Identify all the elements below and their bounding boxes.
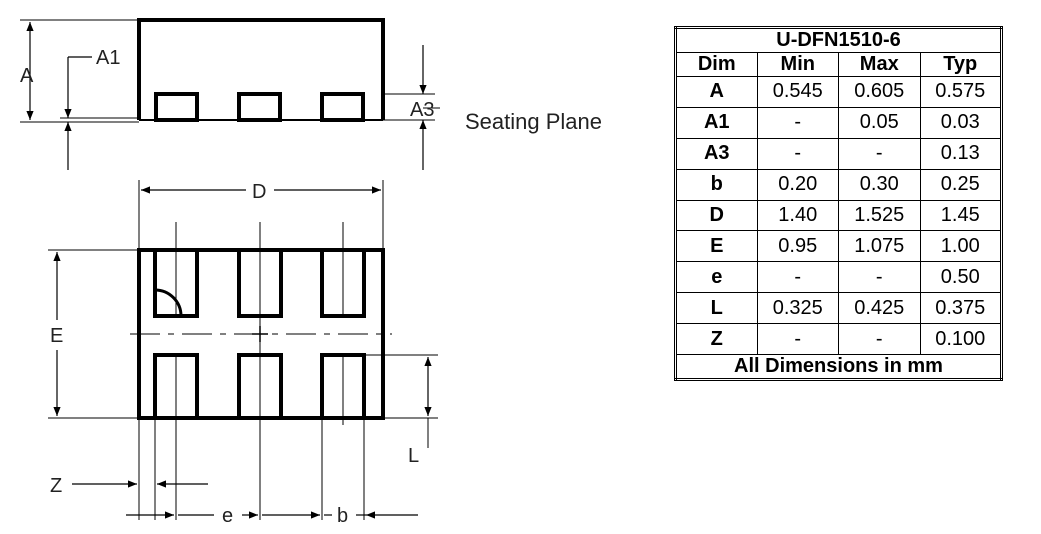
dimension-value-cell: - (756, 106, 839, 139)
dimension-value-cell: 0.13 (919, 137, 1002, 170)
dimension-value-cell: 0.325 (756, 292, 839, 324)
dimension-symbol-cell: A1 (675, 106, 758, 139)
dimension-symbol-cell: L (675, 292, 758, 324)
dimension-value-cell: 0.95 (756, 230, 839, 263)
dimension-value-cell: - (838, 323, 921, 355)
table-row: Z--0.100 (675, 323, 1002, 355)
top-view-labels: D E L Z e b (50, 181, 419, 527)
dimension-value-cell: 0.30 (838, 168, 921, 201)
column-header: Typ (919, 52, 1002, 77)
dimension-symbol-cell: b (675, 168, 758, 201)
dimension-symbol-cell: E (675, 230, 758, 263)
dimension-value-cell: 0.545 (756, 76, 839, 108)
dimension-value-cell: - (838, 137, 921, 170)
dimension-value-cell: 0.375 (919, 292, 1002, 324)
dimension-value-cell: 0.25 (919, 168, 1002, 201)
table-footer: All Dimensions in mm (675, 354, 1002, 380)
dimension-value-cell: 0.425 (838, 292, 921, 324)
label-z: Z (50, 475, 62, 497)
dimension-value-cell: - (756, 261, 839, 294)
label-d: D (252, 181, 266, 203)
label-a3: A3 (410, 99, 434, 121)
label-a: A (20, 65, 34, 87)
dimension-value-cell: 0.03 (919, 106, 1002, 139)
dimension-value-cell: 0.605 (838, 76, 921, 108)
label-a1: A1 (96, 47, 120, 69)
column-header: Min (756, 52, 839, 77)
dimension-value-cell: - (756, 137, 839, 170)
dimension-value-cell: 0.20 (756, 168, 839, 201)
label-seating-plane: Seating Plane (465, 109, 602, 134)
side-view-labels: A A1 A3 Seating Plane (20, 47, 602, 134)
label-b: b (337, 505, 348, 527)
dimension-value-cell: 0.05 (838, 106, 921, 139)
dimension-symbol-cell: A3 (675, 137, 758, 170)
side-terminal (320, 92, 365, 122)
label-e: E (50, 325, 63, 347)
table-row: A3--0.13 (675, 137, 1002, 170)
dimension-value-cell: 0.50 (919, 261, 1002, 294)
pin1-notch (154, 288, 183, 317)
dimension-value-cell: 1.075 (838, 230, 921, 263)
label-e-pitch: e (222, 505, 233, 527)
dimension-symbol-cell: e (675, 261, 758, 294)
column-header: Dim (675, 52, 758, 77)
label-l: L (408, 445, 419, 467)
column-header: Max (838, 52, 921, 77)
table-title: U-DFN1510-6 (675, 27, 1002, 53)
side-terminal (237, 92, 282, 122)
table-row: e--0.50 (675, 261, 1002, 294)
dimension-value-cell: 1.525 (838, 199, 921, 232)
dimension-symbol-cell: A (675, 76, 758, 108)
side-terminal (154, 92, 199, 122)
dimension-value-cell: 1.45 (919, 199, 1002, 232)
dimension-value-cell: 1.40 (756, 199, 839, 232)
top-view (48, 180, 438, 520)
dimension-value-cell: 1.00 (919, 230, 1002, 263)
dimension-value-cell: - (756, 323, 839, 355)
side-view-body (137, 18, 385, 120)
dimension-value-cell: - (838, 261, 921, 294)
dimension-symbol-cell: D (675, 199, 758, 232)
dimension-symbol-cell: Z (675, 323, 758, 355)
dimension-value-cell: 0.575 (919, 76, 1002, 108)
dimension-value-cell: 0.100 (919, 323, 1002, 355)
side-view (20, 18, 440, 170)
